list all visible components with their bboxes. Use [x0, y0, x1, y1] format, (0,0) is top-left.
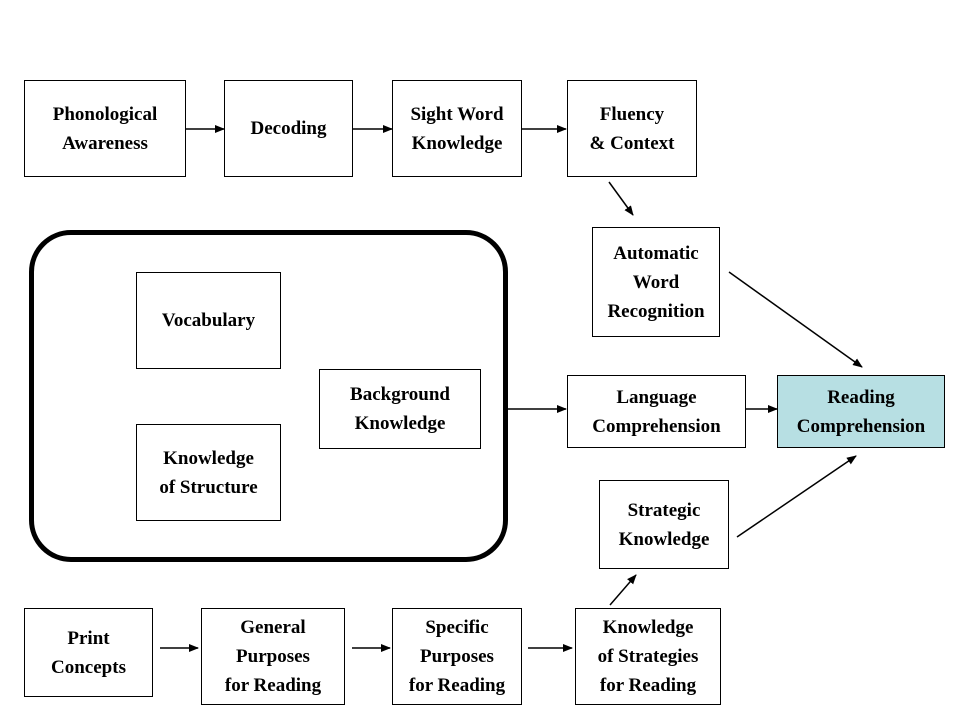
background-knowledge-box: Background Knowledge	[319, 369, 481, 449]
arrow-strategic-to-reading	[736, 455, 857, 538]
decoding-box: Decoding	[224, 80, 353, 177]
language-knowledge-group	[29, 230, 508, 562]
print-concepts-label: Print Concepts	[51, 627, 126, 678]
specific-purposes-box: Specific Purposes for Reading	[392, 608, 522, 705]
automatic-word-recognition-label: Automatic Word Recognition	[607, 242, 705, 322]
sight-word-knowledge-label: Sight Word Knowledge	[410, 103, 504, 154]
language-comprehension-label: Language Comprehension	[592, 386, 721, 437]
knowledge-of-strategies-label: Knowledge of Strategies for Reading	[597, 617, 699, 696]
decoding-label: Decoding	[250, 118, 327, 139]
arrow-fluency-to-automatic	[608, 181, 634, 216]
vocabulary-label: Vocabulary	[161, 310, 256, 331]
fluency-context-label: Fluency & Context	[589, 103, 675, 154]
background-knowledge-label: Background Knowledge	[350, 384, 450, 434]
arrow-automatic-to-reading	[728, 271, 863, 368]
language-comprehension-box: Language Comprehension	[567, 375, 746, 448]
reading-comprehension-box: Reading Comprehension	[777, 375, 945, 448]
sight-word-knowledge-box: Sight Word Knowledge	[392, 80, 522, 177]
print-concepts-box: Print Concepts	[24, 608, 153, 697]
fluency-context-box: Fluency & Context	[567, 80, 697, 177]
specific-purposes-label: Specific Purposes for Reading	[408, 617, 506, 696]
vocabulary-box: Vocabulary	[136, 272, 281, 369]
general-purposes-box: General Purposes for Reading	[201, 608, 345, 705]
automatic-word-recognition-box: Automatic Word Recognition	[592, 227, 720, 337]
strategic-knowledge-label: Strategic Knowledge	[618, 499, 710, 550]
strategic-knowledge-box: Strategic Knowledge	[599, 480, 729, 569]
knowledge-of-strategies-box: Knowledge of Strategies for Reading	[575, 608, 721, 705]
reading-comprehension-label: Reading Comprehension	[796, 386, 926, 437]
phonological-awareness-box: Phonological Awareness	[24, 80, 186, 177]
knowledge-of-structure-label: Knowledge of Structure	[159, 447, 258, 498]
knowledge-of-structure-box: Knowledge of Structure	[136, 424, 281, 521]
arrow-strategies-to-strategic	[609, 574, 637, 606]
phonological-awareness-label: Phonological Awareness	[52, 103, 158, 154]
general-purposes-label: General Purposes for Reading	[224, 617, 322, 696]
